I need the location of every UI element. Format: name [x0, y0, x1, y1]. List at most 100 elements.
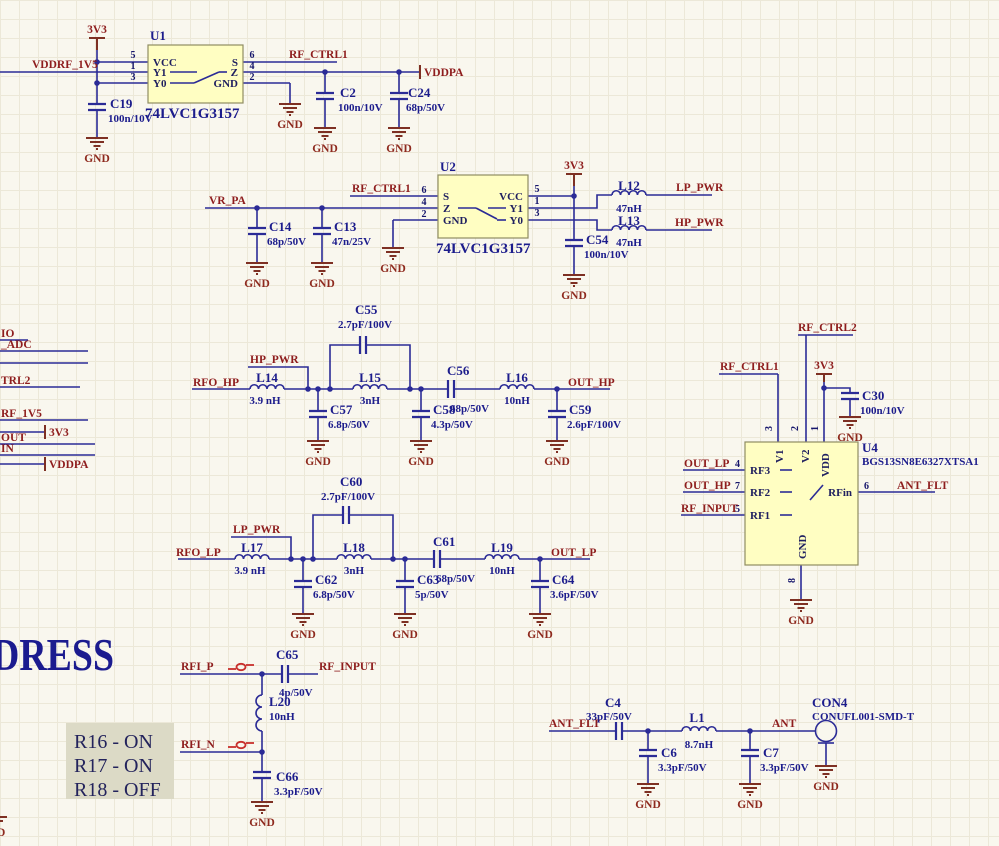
- rfi-input-circuit[interactable]: RFI_P RF_INPUT RFI_N C65 4p/50V L20 10nH…: [180, 647, 376, 830]
- port-vddpa-left[interactable]: VDDPA: [44, 457, 89, 471]
- port-vddpa[interactable]: VDDPA: [419, 65, 464, 79]
- l1-value[interactable]: 8.7nH: [685, 739, 714, 751]
- port-vddpa-label[interactable]: VDDPA: [424, 67, 464, 79]
- c60-designator[interactable]: C60: [340, 474, 362, 489]
- net-label-rf-ctrl2[interactable]: RF_CTRL2: [798, 322, 857, 334]
- c60-value[interactable]: 2.7pF/100V: [321, 491, 375, 503]
- l19-value[interactable]: 10nH: [489, 565, 515, 577]
- c57-value[interactable]: 6.8p/50V: [328, 419, 370, 431]
- c30-designator[interactable]: C30: [862, 388, 884, 403]
- net-label-vr-pa[interactable]: VR_PA: [209, 195, 247, 207]
- net-label-io-fragment[interactable]: IO: [1, 328, 14, 340]
- net-label-rf1v5-fragment[interactable]: RF_1V5: [1, 408, 42, 420]
- c54-designator[interactable]: C54: [586, 232, 609, 247]
- u4-antenna-switch-circuit[interactable]: U4 BGS13SN8E6327XTSA1 V1 V2 VDD GND RF3 …: [681, 322, 979, 628]
- net-label-lp-pwr-filter[interactable]: LP_PWR: [233, 524, 281, 536]
- l14-value[interactable]: 3.9 nH: [249, 395, 281, 407]
- net-label-hp-pwr[interactable]: HP_PWR: [675, 217, 724, 229]
- l20-designator[interactable]: L20: [269, 694, 291, 709]
- con4-designator[interactable]: CON4: [812, 695, 848, 710]
- net-label-out-fragment[interactable]: OUT: [1, 432, 26, 444]
- lp-filter[interactable]: LP_PWR RFO_LP OUT_LP C60 2.7pF/100V L17 …: [176, 474, 599, 642]
- net-label-in-fragment[interactable]: IN: [1, 443, 14, 455]
- c6-designator[interactable]: C6: [661, 745, 677, 760]
- c2-designator[interactable]: C2: [340, 85, 356, 100]
- c65-value[interactable]: 4p/50V: [279, 687, 313, 699]
- c64-value[interactable]: 3.6pF/50V: [550, 589, 599, 601]
- c65-designator[interactable]: C65: [276, 647, 299, 662]
- c24-designator[interactable]: C24: [408, 85, 431, 100]
- l16-designator[interactable]: L16: [506, 370, 528, 385]
- c61-value[interactable]: 68p/50V: [436, 573, 475, 585]
- u1-body[interactable]: [147, 44, 244, 104]
- c4-value[interactable]: 33pF/50V: [586, 711, 632, 723]
- c13-value[interactable]: 47n/25V: [332, 236, 371, 248]
- l14-designator[interactable]: L14: [256, 370, 278, 385]
- port-vddpa-left-label[interactable]: VDDPA: [49, 459, 89, 471]
- c56-value[interactable]: 68p/50V: [450, 403, 489, 415]
- u4-designator[interactable]: U4: [862, 440, 878, 455]
- l18-value[interactable]: 3nH: [344, 565, 365, 577]
- net-label-rf-ctrl1[interactable]: RF_CTRL1: [289, 49, 348, 61]
- u2-designator[interactable]: U2: [440, 159, 456, 174]
- c7-value[interactable]: 3.3pF/50V: [760, 762, 809, 774]
- u1-designator[interactable]: U1: [150, 28, 166, 43]
- c13-designator[interactable]: C13: [334, 219, 357, 234]
- c4-designator[interactable]: C4: [605, 695, 621, 710]
- l15-value[interactable]: 3nH: [360, 395, 381, 407]
- u4-part-number[interactable]: BGS13SN8E6327XTSA1: [862, 456, 979, 468]
- net-label-out-lp[interactable]: OUT_LP: [551, 547, 596, 559]
- net-label-trl2-fragment[interactable]: TRL2: [1, 375, 31, 387]
- c14-designator[interactable]: C14: [269, 219, 292, 234]
- net-label-rf-input-u4[interactable]: RF_INPUT: [681, 503, 738, 515]
- c62-value[interactable]: 6.8p/50V: [313, 589, 355, 601]
- c58-value[interactable]: 4.3p/50V: [431, 419, 473, 431]
- c66-designator[interactable]: C66: [276, 769, 299, 784]
- net-label-rfi-n[interactable]: RFI_N: [181, 739, 216, 751]
- net-label-vddrf-1v5[interactable]: VDDRF_1V5: [32, 59, 98, 71]
- l15-designator[interactable]: L15: [359, 370, 381, 385]
- left-edge-fragments[interactable]: IO _ADC TRL2 RF_1V5 3V3 OUT IN VDDPA D: [0, 328, 95, 839]
- l19-designator[interactable]: L19: [491, 540, 513, 555]
- c24-value[interactable]: 68p/50V: [406, 102, 445, 114]
- c55-designator[interactable]: C55: [355, 302, 378, 317]
- port-3v3-left-label[interactable]: 3V3: [49, 427, 69, 439]
- net-label-rfo-hp[interactable]: RFO_HP: [193, 377, 239, 389]
- c63-value[interactable]: 5p/50V: [415, 589, 449, 601]
- c59-value[interactable]: 2.6pF/100V: [567, 419, 621, 431]
- u1-part-number[interactable]: 74LVC1G3157: [145, 106, 240, 122]
- net-label-out-lp-u4[interactable]: OUT_LP: [684, 458, 729, 470]
- antenna-output-circuit[interactable]: ANT_FLT ANT C4 33pF/50V C6 3.3pF/50V L1 …: [549, 695, 915, 812]
- net-label-hp-pwr-filter[interactable]: HP_PWR: [250, 354, 299, 366]
- l12-designator[interactable]: L12: [618, 178, 640, 193]
- c61-designator[interactable]: C61: [433, 534, 455, 549]
- con4-part-number[interactable]: CONUFL001-SMD-T: [812, 711, 915, 723]
- l1-designator[interactable]: L1: [689, 710, 704, 725]
- l13-designator[interactable]: L13: [618, 213, 640, 228]
- c6-value[interactable]: 3.3pF/50V: [658, 762, 707, 774]
- c63-designator[interactable]: C63: [417, 572, 440, 587]
- net-label-ant-flt[interactable]: ANT_FLT: [549, 718, 601, 730]
- u2-part-number[interactable]: 74LVC1G3157: [436, 241, 531, 257]
- u1-switch-circuit[interactable]: U1 74LVC1G3157 VCC Y1 Y0 S Z GND 5 1 3 6…: [0, 23, 464, 166]
- c2-value[interactable]: 100n/10V: [338, 102, 383, 114]
- l20-value[interactable]: 10nH: [269, 711, 295, 723]
- con4-connector[interactable]: [812, 719, 840, 794]
- net-label-adc-fragment[interactable]: _ADC: [0, 339, 32, 351]
- net-label-rfo-lp[interactable]: RFO_LP: [176, 547, 221, 559]
- net-label-out-hp-u4[interactable]: OUT_HP: [684, 480, 731, 492]
- c54-value[interactable]: 100n/10V: [584, 249, 629, 261]
- c66-value[interactable]: 3.3pF/50V: [274, 786, 323, 798]
- net-label-rf-input[interactable]: RF_INPUT: [319, 661, 376, 673]
- u2-body[interactable]: [437, 174, 529, 239]
- l17-value[interactable]: 3.9 nH: [234, 565, 266, 577]
- hp-filter[interactable]: HP_PWR RFO_HP OUT_HP C55 2.7pF/100V L14 …: [192, 302, 621, 469]
- l12-value[interactable]: 47nH: [616, 203, 642, 215]
- u2-switch-circuit[interactable]: U2 74LVC1G3157 S Z GND VCC Y1 Y0 6 4 2 5…: [205, 159, 724, 303]
- c19-designator[interactable]: C19: [110, 96, 133, 111]
- l16-value[interactable]: 10nH: [504, 395, 530, 407]
- l13-value[interactable]: 47nH: [616, 237, 642, 249]
- port-3v3-left[interactable]: 3V3: [44, 425, 69, 439]
- c55-value[interactable]: 2.7pF/100V: [338, 319, 392, 331]
- net-label-ant[interactable]: ANT: [772, 718, 797, 730]
